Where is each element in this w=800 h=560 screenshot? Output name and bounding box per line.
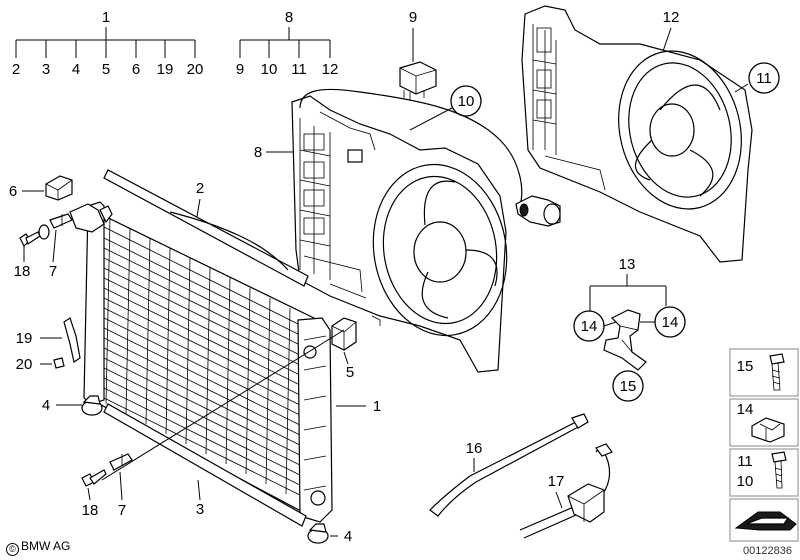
callout-9: 9 (409, 9, 417, 26)
legend-item-14: 14 (737, 401, 754, 418)
group-8-head: 8 (285, 9, 293, 26)
callout-4-left: 4 (42, 397, 50, 414)
seal-strip-2: 2 (103, 169, 309, 287)
callout-1: 1 (373, 398, 381, 415)
callout-2: 2 (196, 180, 204, 197)
group-1-item-4: 4 (72, 61, 80, 78)
rubber-mount-6: 6 (9, 175, 73, 201)
callout-6: 6 (9, 183, 17, 200)
group-1-head: 1 (102, 9, 110, 26)
relay-part: 9 (399, 9, 437, 100)
group-1-item-3: 3 (42, 61, 50, 78)
pin-7-upper: 7 (49, 213, 73, 280)
brand-credit: ©BMW AG (6, 539, 70, 556)
legend-item-10: 10 (737, 473, 754, 490)
callout-17: 17 (548, 473, 565, 490)
group-13: 13 14 14 15 (573, 256, 686, 402)
radiator-callout: 1 (336, 398, 381, 415)
group-8-tree: 8 9 10 11 12 (236, 9, 339, 78)
callout-8: 8 (254, 144, 262, 161)
callout-7-lower: 7 (118, 502, 126, 519)
mount-4-right: 4 (307, 523, 352, 545)
callout-18-upper: 18 (14, 263, 31, 280)
callout-19: 19 (16, 330, 33, 347)
group-1-item-2: 2 (12, 61, 20, 78)
group-8-item-9: 9 (236, 61, 244, 78)
callout-11: 11 (756, 70, 772, 87)
brand-name: BMW AG (21, 539, 71, 553)
fan-harness (299, 88, 561, 227)
bolt-18-lower: 18 (81, 469, 107, 519)
seal-strip-3: 3 (103, 403, 307, 527)
group-13-head: 13 (619, 256, 636, 273)
cable-clip-17: 17 (519, 443, 613, 539)
pin-7-lower: 7 (109, 453, 133, 519)
callout-15: 15 (620, 378, 637, 395)
group-1-tree: 1 2 3 4 5 6 19 20 (12, 9, 204, 78)
mount-4-left: 4 (42, 395, 103, 416)
fan-shroud-12: 12 (521, 5, 753, 263)
bracket-19: 19 (16, 317, 81, 363)
callout-16: 16 (466, 440, 483, 457)
rubber-mount-5: 5 (101, 317, 357, 481)
group-1-item-19: 19 (157, 61, 174, 78)
fan-shroud-8: 8 (254, 95, 508, 373)
callout-5: 5 (346, 364, 354, 381)
callout-20: 20 (16, 356, 33, 373)
legend-item-11: 11 (737, 453, 753, 470)
cable-tie-16: 16 (429, 413, 589, 517)
callout-12: 12 (663, 9, 680, 26)
callout-10-badge: 10 (409, 85, 482, 131)
group-1-item-5: 5 (102, 61, 110, 78)
legend-item-15: 15 (737, 358, 754, 375)
callout-18-lower: 18 (82, 502, 99, 519)
bolt-18-upper: 18 (14, 224, 50, 280)
copyright-icon: © (6, 543, 19, 556)
callout-4-right: 4 (344, 528, 352, 545)
legend-panel: 15 14 11 10 (729, 348, 799, 542)
screw-20: 20 (16, 356, 65, 373)
group-13-item-14a: 14 (581, 318, 598, 335)
callout-3: 3 (196, 501, 204, 518)
group-1-item-6: 6 (132, 61, 140, 78)
callout-11-badge: 11 (734, 62, 780, 94)
group-8-item-10: 10 (261, 61, 278, 78)
group-8-item-11: 11 (291, 61, 307, 78)
group-8-item-12: 12 (322, 61, 339, 78)
document-number: 00122836 (743, 545, 792, 557)
group-1-item-20: 20 (187, 61, 204, 78)
callout-10: 10 (458, 93, 475, 110)
callout-7-upper: 7 (49, 263, 57, 280)
group-13-item-14b: 14 (662, 314, 679, 331)
